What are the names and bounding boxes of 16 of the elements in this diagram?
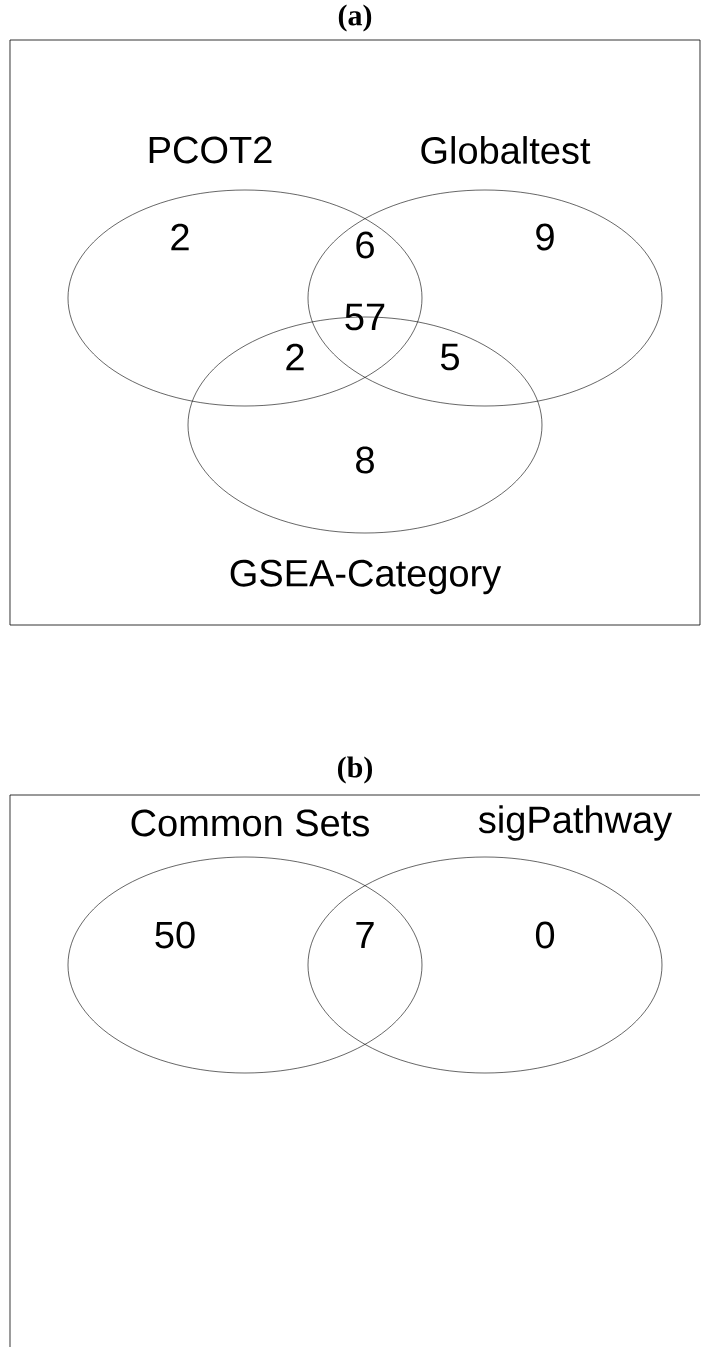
node-label: Common Sets xyxy=(131,809,369,837)
count-label: 2 xyxy=(171,223,189,251)
count-label: 57 xyxy=(345,303,385,331)
node-label: GSEA-Category xyxy=(230,559,502,595)
count-label: 9 xyxy=(536,223,554,251)
node-label: (a) xyxy=(338,4,372,32)
count-label: 2 xyxy=(286,343,304,371)
count-label: 50 xyxy=(155,921,195,949)
count-label: 5 xyxy=(440,343,459,371)
node-label: sigPathway xyxy=(478,805,673,841)
count-label: 7 xyxy=(356,921,374,949)
count-label: 8 xyxy=(356,446,374,474)
count-label: 0 xyxy=(535,921,555,949)
node-label: Globaltest xyxy=(421,136,591,164)
count-label: 6 xyxy=(356,231,374,259)
node-label: PCOT2 xyxy=(149,136,272,164)
